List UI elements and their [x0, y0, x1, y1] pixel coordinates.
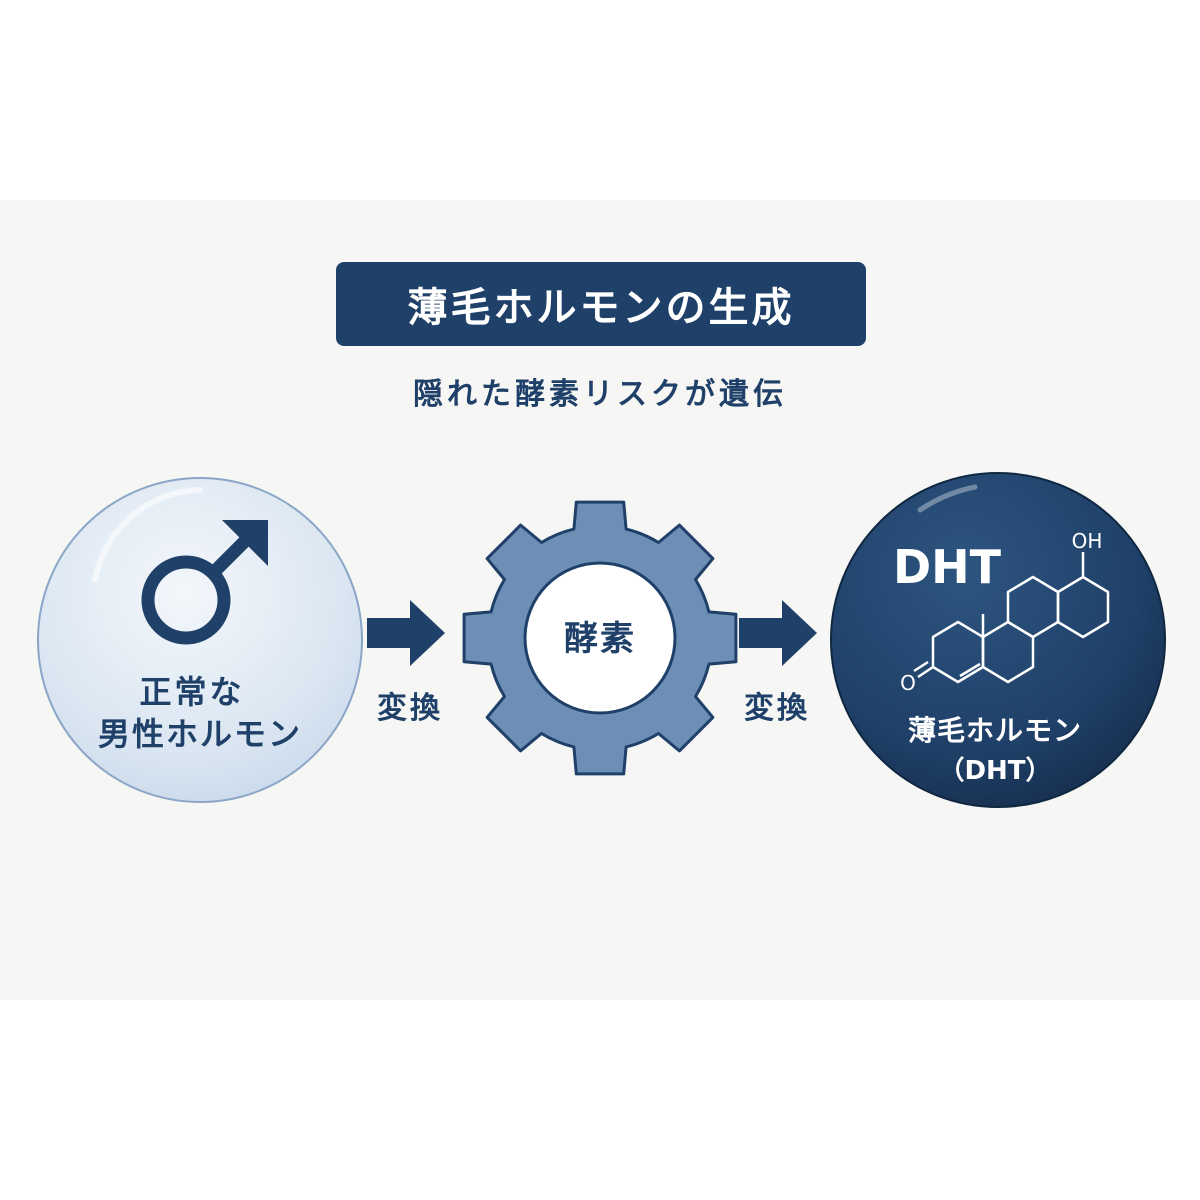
page-subtitle: 隠れた酵素リスクが遺伝	[413, 377, 787, 412]
dht-label-line2: （DHT）	[938, 756, 1051, 786]
molecule-oh-label: OH	[1072, 529, 1103, 553]
enzyme-gear-icon	[462, 500, 738, 776]
dht-label-line1: 薄毛ホルモン	[908, 714, 1082, 747]
male-symbol-icon	[141, 520, 268, 645]
conversion-arrow-left	[367, 600, 445, 666]
male-hormone-label-line2: 男性ホルモン	[98, 715, 302, 753]
conversion-label-right: 変換	[744, 691, 810, 726]
dht-molecule-structure-icon	[913, 552, 1110, 684]
male-hormone-node: 正常な 男性ホルモン	[37, 477, 363, 803]
page-title: 薄毛ホルモンの生成	[407, 285, 795, 331]
enzyme-label: 酵素	[564, 619, 636, 659]
title-banner: 薄毛ホルモンの生成	[336, 262, 866, 346]
dht-node: DHT OH O 薄毛ホルモン （DHT）	[830, 472, 1166, 808]
dht-heading: DHT	[893, 540, 1002, 594]
conversion-label-left: 変換	[377, 691, 443, 726]
conversion-arrow-right	[739, 600, 817, 666]
molecule-o-label: O	[900, 671, 916, 695]
male-hormone-label-line1: 正常な	[139, 673, 244, 711]
